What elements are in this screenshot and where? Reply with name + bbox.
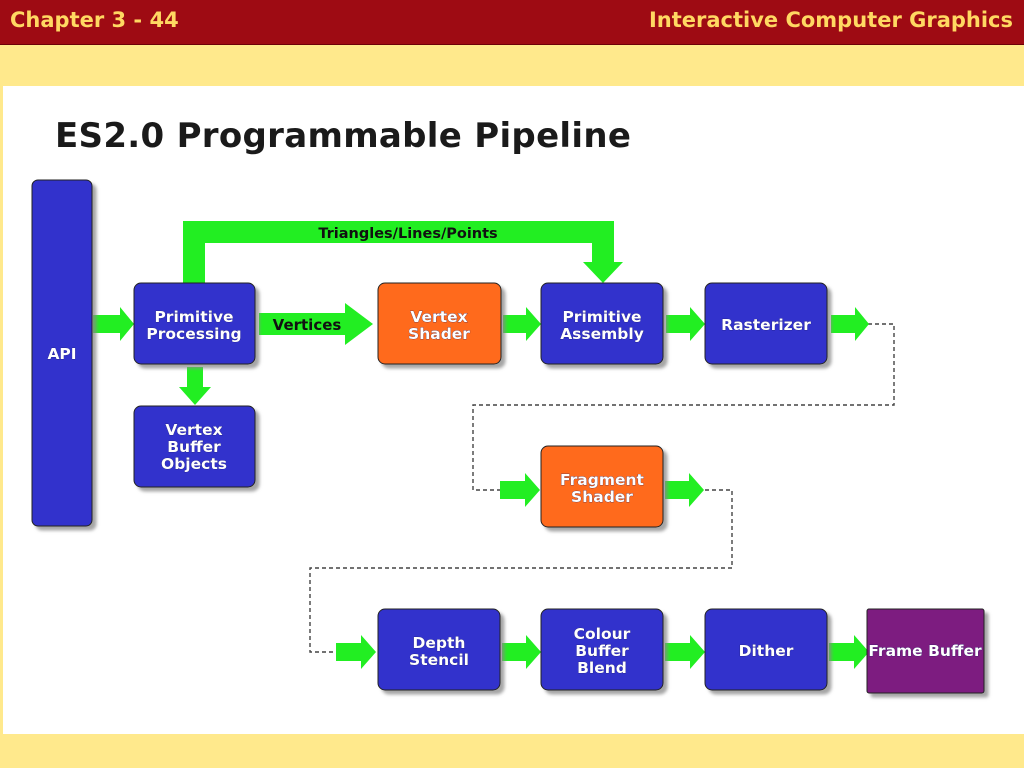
node-label: Assembly bbox=[560, 325, 644, 343]
svg-text:Depth: Depth bbox=[413, 634, 466, 652]
node-vertex-shader bbox=[377, 282, 502, 365]
pipeline-nodes bbox=[31, 179, 985, 694]
node-vbo bbox=[133, 405, 256, 488]
node-label: Shader bbox=[571, 488, 633, 506]
node-label: Blend bbox=[577, 659, 627, 677]
node-label: Colour bbox=[574, 625, 631, 643]
svg-text:Primitive: Primitive bbox=[562, 308, 641, 326]
slide-canvas: ES2.0 Programmable Pipeline bbox=[3, 86, 1024, 734]
node-label: Primitive bbox=[562, 308, 641, 326]
arrow-api-to-primitive-processing bbox=[93, 307, 134, 341]
svg-text:Rasterizer: Rasterizer bbox=[721, 316, 811, 334]
node-primitive-processing bbox=[133, 282, 256, 365]
svg-text:API: API bbox=[47, 345, 76, 363]
svg-text:Primitive: Primitive bbox=[154, 308, 233, 326]
arrow-into-fragment-shader bbox=[500, 473, 540, 507]
svg-text:Blend: Blend bbox=[577, 659, 627, 677]
node-label: Processing bbox=[146, 325, 241, 343]
node-label: Vertex bbox=[410, 308, 467, 326]
svg-text:Vertex: Vertex bbox=[410, 308, 467, 326]
node-label: Rasterizer bbox=[721, 316, 811, 334]
svg-text:Shader: Shader bbox=[408, 325, 470, 343]
slide-header: Chapter 3 - 44 Interactive Computer Grap… bbox=[0, 0, 1024, 45]
svg-text:Fragment: Fragment bbox=[560, 471, 644, 489]
node-label-api: API bbox=[47, 345, 76, 363]
node-frame-buffer bbox=[866, 608, 985, 694]
arrow-depth-to-colour bbox=[502, 635, 541, 669]
svg-text:Colour: Colour bbox=[574, 625, 631, 643]
arrow-rasterizer-out bbox=[831, 307, 869, 341]
slide-title: ES2.0 Programmable Pipeline bbox=[55, 116, 632, 156]
arrow-primitive-processing-to-vbo bbox=[179, 367, 211, 405]
slide-footer-band bbox=[0, 734, 1024, 768]
arrow-into-depth-stencil bbox=[336, 635, 376, 669]
arrow-triangles-lines-points bbox=[183, 221, 623, 283]
svg-text:Stencil: Stencil bbox=[409, 651, 469, 669]
node-dither bbox=[704, 608, 828, 691]
connector-fragment-to-depth bbox=[309, 489, 733, 653]
node-rasterizer bbox=[704, 282, 828, 365]
edge-label-vertices: Vertices bbox=[273, 316, 342, 334]
node-label: Shader bbox=[408, 325, 470, 343]
svg-text:Buffer: Buffer bbox=[167, 438, 221, 456]
node-label: Primitive bbox=[154, 308, 233, 326]
svg-text:Dither: Dither bbox=[739, 642, 794, 660]
course-title: Interactive Computer Graphics bbox=[648, 8, 1013, 32]
svg-text:Processing: Processing bbox=[146, 325, 241, 343]
flow-arrows bbox=[93, 221, 869, 669]
arrow-dither-to-frame-buffer bbox=[829, 635, 869, 669]
node-api bbox=[31, 179, 93, 527]
node-label: Fragment bbox=[560, 471, 644, 489]
arrow-vertex-shader-to-assembly bbox=[503, 307, 541, 341]
node-labels: API Primitive Processing Vertex Buffer O… bbox=[47, 308, 982, 678]
node-colour-buffer-blend bbox=[540, 608, 664, 691]
svg-text:Shader: Shader bbox=[571, 488, 633, 506]
arrow-assembly-to-rasterizer bbox=[666, 307, 705, 341]
node-label: Depth bbox=[413, 634, 466, 652]
node-label: Vertex bbox=[165, 421, 222, 439]
svg-text:Buffer: Buffer bbox=[575, 642, 629, 660]
arrow-colour-to-dither bbox=[665, 635, 705, 669]
node-label: Dither bbox=[739, 642, 794, 660]
svg-text:Frame Buffer: Frame Buffer bbox=[868, 642, 982, 660]
node-depth-stencil bbox=[377, 608, 501, 691]
node-label: Stencil bbox=[409, 651, 469, 669]
node-primitive-assembly bbox=[540, 282, 664, 365]
dashed-connectors bbox=[309, 323, 895, 653]
pipeline-diagram: Triangles/Lines/Points Vertices API Prim… bbox=[31, 179, 985, 694]
node-label: Buffer bbox=[167, 438, 221, 456]
svg-text:Objects: Objects bbox=[161, 455, 227, 473]
svg-text:Vertex: Vertex bbox=[165, 421, 222, 439]
arrow-vertices bbox=[259, 303, 373, 345]
node-fragment-shader bbox=[540, 445, 664, 528]
edge-label-triangles: Triangles/Lines/Points bbox=[318, 226, 497, 242]
chapter-label: Chapter 3 - 44 bbox=[10, 8, 179, 32]
arrow-fragment-shader-out bbox=[665, 473, 704, 507]
connector-rasterizer-to-fragment bbox=[472, 323, 895, 491]
node-label: Frame Buffer bbox=[868, 642, 982, 660]
node-label: Buffer bbox=[575, 642, 629, 660]
node-label: Objects bbox=[161, 455, 227, 473]
svg-text:Assembly: Assembly bbox=[560, 325, 644, 343]
